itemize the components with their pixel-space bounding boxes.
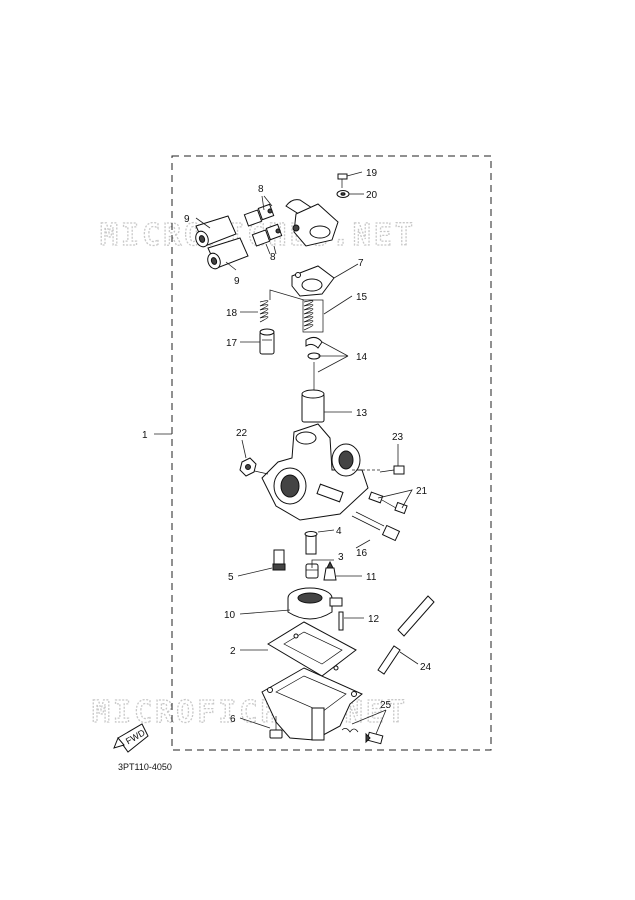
- callout-8-lower: 8: [270, 252, 276, 263]
- callout-9-upper: 9: [184, 214, 190, 225]
- leader-8b: [265, 243, 277, 255]
- carburetor-body: [249, 423, 369, 521]
- callout-10: 10: [224, 610, 236, 621]
- sleeve-part-8-lower: [251, 223, 283, 247]
- leader-21: [377, 489, 413, 509]
- leader-7: [333, 263, 359, 279]
- callout-11: 11: [366, 572, 377, 583]
- callout-2: 2: [230, 646, 236, 657]
- leader-4: [317, 529, 335, 533]
- cap-part-9-upper: [195, 215, 237, 248]
- forward-arrow-icon: [113, 723, 149, 753]
- callout-6: 6: [230, 714, 236, 725]
- callout-20: 20: [366, 190, 378, 201]
- main-jet-part-5: [272, 549, 286, 571]
- leader-16: [355, 539, 371, 549]
- assembly-boundary: [171, 155, 492, 751]
- nut-part-22: [239, 457, 257, 477]
- callout-12: 12: [368, 614, 380, 625]
- overflow-tube-part-24: [377, 595, 435, 675]
- callout-21: 21: [416, 486, 428, 497]
- callout-23: 23: [392, 432, 404, 443]
- leader-24: [399, 651, 419, 665]
- leader-10: [239, 609, 291, 615]
- spring-part-15: [302, 299, 324, 333]
- callout-9-lower: 9: [234, 276, 240, 287]
- diagram-code: 3PT110-4050: [118, 762, 172, 772]
- bolt-part-6: [269, 716, 283, 739]
- gasket-plate-part-7: [291, 265, 335, 297]
- callout-24: 24: [420, 662, 432, 673]
- leader-6: [239, 717, 271, 729]
- spring-part-18: [259, 300, 269, 323]
- cap-part-9-lower: [207, 237, 249, 270]
- callout-13: 13: [356, 408, 368, 419]
- leader-9a: [195, 217, 211, 229]
- callout-22: 22: [236, 428, 248, 439]
- leader-19: [346, 171, 363, 177]
- leader-15: [269, 289, 353, 315]
- callout-3: 3: [338, 552, 344, 563]
- washer-part-20: [336, 190, 350, 198]
- leader-14: [317, 341, 349, 373]
- sleeve-part-8-upper: [243, 203, 275, 227]
- leader-9b: [225, 261, 237, 271]
- callout-15: 15: [356, 292, 368, 303]
- drain-screw-part-25: [341, 728, 384, 745]
- screw-part-19: [337, 173, 348, 188]
- callout-4: 4: [336, 526, 342, 537]
- leader-8a: [261, 195, 273, 211]
- pilot-screw-part-16: [351, 511, 401, 542]
- carburetor-top-cover: [285, 199, 339, 247]
- leader-25: [351, 709, 387, 735]
- screw-part-23: [379, 465, 405, 475]
- leader-3: [311, 559, 334, 568]
- callout-8-upper: 8: [258, 184, 264, 195]
- needle-jet-part-4: [304, 531, 318, 555]
- float-chamber-bowl: [261, 667, 363, 741]
- callout-25: 25: [380, 700, 392, 711]
- callout-16: 16: [356, 548, 368, 559]
- callout-19: 19: [366, 168, 378, 179]
- float-valve-part-11: [323, 560, 337, 581]
- leader-5: [237, 567, 273, 577]
- screw-part-21: [368, 491, 408, 515]
- callout-7: 7: [358, 258, 364, 269]
- callout-1: 1: [142, 430, 148, 441]
- throttle-valve-part-13: [301, 389, 325, 423]
- needle-holder-part-17: [259, 328, 275, 355]
- float-part-10: [287, 587, 343, 620]
- float-pin-part-12: [338, 611, 344, 631]
- gasket-part-2: [267, 621, 357, 677]
- leader-22: [241, 439, 247, 459]
- callout-14: 14: [356, 352, 368, 363]
- callout-5: 5: [228, 572, 234, 583]
- callout-17: 17: [226, 338, 238, 349]
- callout-18: 18: [226, 308, 238, 319]
- watermark-bottom: MICROFICHES.NET: [92, 695, 408, 730]
